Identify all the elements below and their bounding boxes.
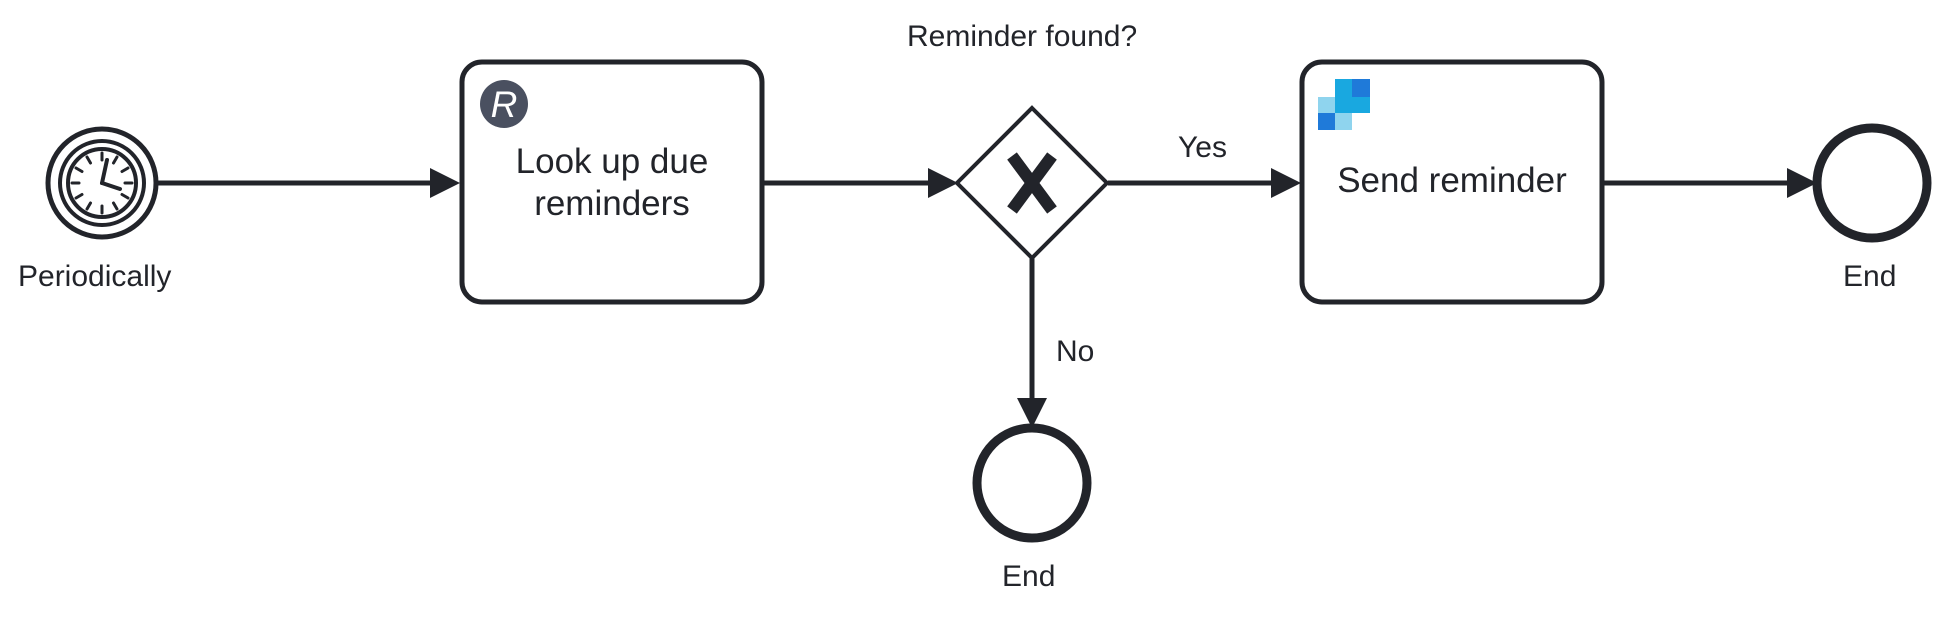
gateway-label: Reminder found? bbox=[907, 20, 1138, 53]
start-event-label: Periodically bbox=[18, 260, 172, 293]
r-logo-icon: R bbox=[480, 80, 528, 128]
start-timer-event[interactable] bbox=[45, 126, 159, 240]
end-event-right[interactable] bbox=[1812, 123, 1932, 243]
end-event-bottom-label: End bbox=[1002, 560, 1056, 593]
flow-lookup-to-gateway[interactable] bbox=[763, 168, 958, 198]
end-event-bottom[interactable] bbox=[972, 423, 1092, 543]
task-send-reminder[interactable] bbox=[1299, 59, 1605, 305]
end-event-right-label: End bbox=[1843, 260, 1897, 293]
flow-start-to-lookup[interactable] bbox=[157, 168, 460, 198]
flow-no-label: No bbox=[1056, 335, 1095, 368]
flow-yes[interactable] bbox=[1108, 168, 1301, 198]
task-lookup-due-reminders[interactable]: R bbox=[459, 59, 765, 305]
r-logo-letter: R bbox=[491, 84, 518, 125]
x-icon bbox=[1007, 152, 1057, 214]
clock-icon bbox=[66, 147, 138, 219]
flow-yes-label: Yes bbox=[1178, 131, 1227, 164]
connector-logo-icon bbox=[1318, 79, 1370, 130]
flow-no[interactable] bbox=[1017, 258, 1047, 428]
exclusive-gateway[interactable] bbox=[954, 105, 1110, 261]
flow-send-to-end[interactable] bbox=[1604, 168, 1817, 198]
